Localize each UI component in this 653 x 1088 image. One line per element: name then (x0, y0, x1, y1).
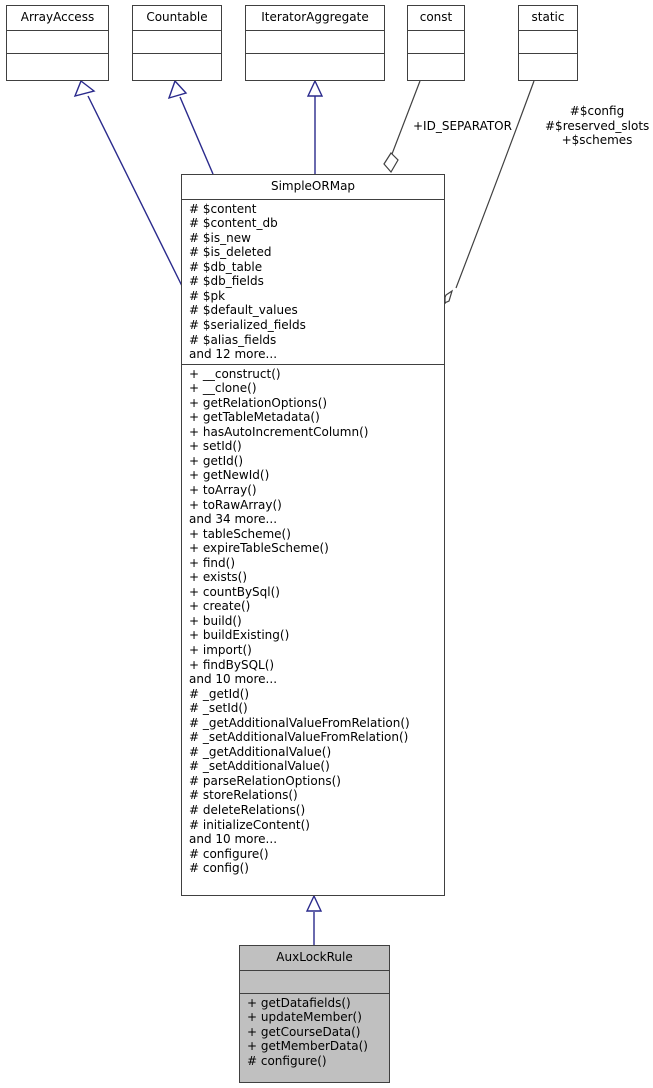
class-member-row: and 10 more... (189, 672, 278, 687)
class-member-row: + create() (189, 599, 251, 614)
class-member-row: # $content (189, 201, 257, 216)
class-attributes-aux-lock-rule (240, 971, 389, 994)
class-attributes-countable (133, 31, 221, 54)
class-attributes-iterator-aggregate (246, 31, 384, 54)
edge-label-id-separator: +ID_SEPARATOR (413, 119, 512, 133)
class-operations-iterator-aggregate (246, 54, 384, 76)
class-attributes-simple-or-map: # $content# $content_db# $is_new# $is_de… (182, 200, 444, 365)
class-member-row: # deleteRelations() (189, 803, 306, 818)
class-box-simple-or-map[interactable]: SimpleORMap # $content# $content_db# $is… (181, 174, 445, 896)
generalization-countable-simpleormap (167, 79, 214, 175)
class-operations-simple-or-map: + __construct()+ __clone()+ getRelationO… (182, 365, 444, 878)
class-title-simple-or-map: SimpleORMap (182, 175, 444, 200)
class-member-row: + import() (189, 643, 252, 657)
class-member-row: # _getAdditionalValueFromRelation() (189, 715, 410, 730)
class-member-row: # $db_table (189, 259, 263, 274)
class-member-row: + getNewId() (189, 468, 270, 483)
class-member-row: + getDatafields() (247, 995, 351, 1010)
class-member-row: and 12 more... (189, 347, 278, 362)
edge-label-config: #$config (569, 104, 625, 118)
association-static-simpleormap (440, 80, 535, 306)
class-member-row: # $default_values (189, 303, 298, 318)
class-member-row: + setId() (189, 439, 242, 454)
class-title-countable: Countable (133, 6, 221, 31)
class-member-row: + tableScheme() (189, 526, 291, 541)
class-title-aux-lock-rule: AuxLockRule (240, 946, 389, 971)
class-member-row: # _setAdditionalValue() (189, 759, 330, 774)
class-operations-countable (133, 54, 221, 76)
class-member-row: # storeRelations() (189, 788, 298, 803)
class-operations-const (408, 54, 464, 76)
class-member-row: # configure() (247, 1053, 327, 1068)
class-operations-array-access (7, 54, 108, 76)
edge-label-reserved-slots: #$reserved_slots (545, 118, 650, 133)
class-operations-static (519, 54, 577, 76)
class-box-aux-lock-rule[interactable]: AuxLockRule + getDatafields()+ updateMem… (239, 945, 390, 1083)
class-member-row: # parseRelationOptions() (189, 773, 341, 788)
class-member-row: # _getAdditionalValue() (189, 744, 332, 759)
class-box-const[interactable]: const (407, 5, 465, 81)
class-member-row: # initializeContent() (189, 817, 310, 832)
class-member-row: + find() (189, 555, 236, 570)
class-member-row: # $is_new (189, 230, 251, 245)
edge-label-schemes: +$schemes (561, 133, 633, 148)
class-member-row: + __construct() (189, 366, 281, 381)
class-member-row: # _getId() (189, 686, 250, 701)
class-title-iterator-aggregate: IteratorAggregate (246, 6, 384, 31)
class-member-row: # _setAdditionalValueFromRelation() (189, 730, 409, 745)
class-member-row: + hasAutoIncrementColumn() (189, 424, 369, 439)
class-member-row: # config() (189, 861, 249, 876)
class-member-row: + build() (189, 613, 242, 628)
class-member-row: and 10 more... (189, 832, 278, 847)
class-member-row: # $is_deleted (189, 245, 272, 260)
class-title-static: static (519, 6, 577, 31)
class-title-array-access: ArrayAccess (7, 6, 108, 31)
class-member-row: # $alias_fields (189, 332, 277, 347)
class-member-row: # _setId() (189, 701, 248, 716)
generalization-iteratoraggregate-simpleormap (306, 79, 324, 174)
class-member-row: + expireTableScheme() (189, 541, 329, 556)
class-member-row: + findBySQL() (189, 657, 275, 672)
class-member-row: # $content_db (189, 216, 278, 231)
class-box-static[interactable]: static (518, 5, 578, 81)
class-member-row: + getMemberData() (247, 1039, 368, 1054)
class-member-row: + getRelationOptions() (189, 395, 328, 410)
class-title-const: const (408, 6, 464, 31)
class-attributes-const (408, 31, 464, 54)
class-attributes-array-access (7, 31, 108, 54)
class-box-iterator-aggregate[interactable]: IteratorAggregate (245, 5, 385, 81)
class-member-row: + toArray() (189, 482, 257, 497)
edge-label-static-members: #$config #$reserved_slots +$schemes (545, 104, 649, 148)
class-member-row: + getCourseData() (247, 1024, 361, 1039)
class-member-row: + toRawArray() (189, 497, 282, 512)
class-attributes-static (519, 31, 577, 54)
class-member-row: + buildExisting() (189, 628, 290, 643)
class-member-row: + getId() (189, 453, 244, 468)
generalization-arrayaccess-simpleormap (73, 79, 183, 287)
class-member-row: + updateMember() (247, 1010, 362, 1025)
class-operations-aux-lock-rule: + getDatafields()+ updateMember()+ getCo… (240, 994, 389, 1071)
class-member-row: + exists() (189, 570, 248, 585)
class-member-row: # $db_fields (189, 274, 264, 289)
generalization-simpleormap-auxlockrule (305, 894, 323, 945)
class-member-row: + countBySql() (189, 584, 280, 599)
class-member-row: + getTableMetadata() (189, 410, 320, 425)
class-member-row: + __clone() (189, 381, 257, 396)
class-member-row: and 34 more... (189, 512, 278, 527)
class-member-row: # $pk (189, 288, 226, 303)
class-member-row: # $serialized_fields (189, 317, 306, 332)
class-box-array-access[interactable]: ArrayAccess (6, 5, 109, 81)
class-member-row: # configure() (189, 846, 269, 861)
class-box-countable[interactable]: Countable (132, 5, 222, 81)
